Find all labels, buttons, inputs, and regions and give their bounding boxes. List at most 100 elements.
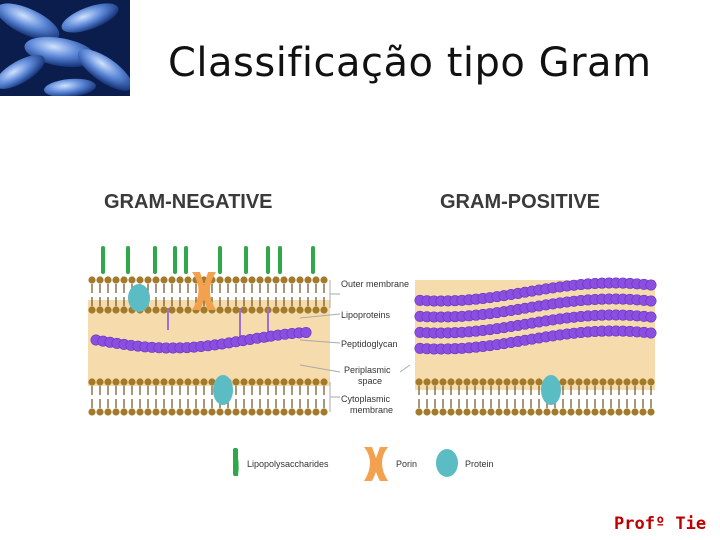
lipid-head	[272, 378, 280, 386]
lipid-head	[216, 306, 224, 314]
lipid-head	[296, 306, 304, 314]
lipid-head	[216, 408, 224, 416]
lipid-head	[160, 306, 168, 314]
lipid-head	[240, 378, 248, 386]
lipid-head	[607, 378, 615, 386]
lipid-head	[152, 276, 160, 284]
lipid-head	[192, 408, 200, 416]
peptidoglycan-bead	[645, 311, 657, 323]
lipid-head	[120, 276, 128, 284]
lipid-head	[104, 276, 112, 284]
lipid-head	[607, 408, 615, 416]
lipid-head	[96, 306, 104, 314]
lipid-head	[136, 408, 144, 416]
lipid-head	[168, 276, 176, 284]
lipid-head	[256, 276, 264, 284]
lipid-head	[112, 408, 120, 416]
lipid-head	[128, 378, 136, 386]
lipid-head	[647, 378, 655, 386]
lipid-head	[264, 408, 272, 416]
lipid-head	[304, 306, 312, 314]
legend-lps-label: Lipopolysaccharides	[247, 459, 329, 469]
lipid-head	[104, 378, 112, 386]
lipid-head	[256, 408, 264, 416]
lipid-head	[104, 408, 112, 416]
lipid-head	[575, 378, 583, 386]
lipid-head	[248, 378, 256, 386]
lipid-head	[431, 408, 439, 416]
lipid-head	[320, 306, 328, 314]
lipid-head	[304, 276, 312, 284]
porin	[192, 272, 216, 310]
lipid-head	[96, 408, 104, 416]
label-lipoproteins: Lipoproteins	[341, 310, 391, 320]
lipid-head	[631, 378, 639, 386]
lipid-head	[112, 276, 120, 284]
lipid-head	[599, 408, 607, 416]
lipid-head	[320, 276, 328, 284]
peptidoglycan-bead	[300, 326, 312, 338]
lipid-head	[583, 378, 591, 386]
lipid-head	[256, 306, 264, 314]
lipid-head	[144, 408, 152, 416]
lipid-head	[288, 408, 296, 416]
lipopolysaccharides	[101, 246, 315, 274]
lipid-head	[176, 306, 184, 314]
lipid-head	[112, 306, 120, 314]
lipid-head	[176, 408, 184, 416]
lipid-head	[160, 276, 168, 284]
lipid-head	[136, 378, 144, 386]
lipid-head	[152, 408, 160, 416]
lipid-head	[88, 276, 96, 284]
lipid-head	[280, 276, 288, 284]
lipid-head	[224, 306, 232, 314]
lipid-head	[272, 408, 280, 416]
lipid-head	[320, 378, 328, 386]
lipid-head	[88, 408, 96, 416]
lipid-head	[495, 378, 503, 386]
lipid-head	[176, 276, 184, 284]
lipid-head	[463, 408, 471, 416]
lipid-head	[423, 378, 431, 386]
lipid-head	[200, 408, 208, 416]
lipid-head	[248, 408, 256, 416]
lipid-head	[224, 408, 232, 416]
lipid-head	[551, 408, 559, 416]
lipid-head	[88, 378, 96, 386]
lipid-head	[487, 378, 495, 386]
lipid-head	[272, 306, 280, 314]
lipid-head	[240, 408, 248, 416]
lipid-head	[144, 378, 152, 386]
lipid-head	[168, 408, 176, 416]
lipid-head	[160, 408, 168, 416]
legend-porin-icon	[364, 447, 388, 481]
lipid-head	[631, 408, 639, 416]
lipid-head	[599, 378, 607, 386]
lps-molecule	[184, 246, 188, 274]
lipid-head	[184, 306, 192, 314]
lipid-head	[479, 378, 487, 386]
protein-outer	[128, 284, 150, 312]
lps-molecule	[266, 246, 270, 274]
peptidoglycan-bead	[645, 327, 657, 339]
lipid-head	[184, 378, 192, 386]
lps-molecule	[218, 246, 222, 274]
label-periplasmic: Periplasmic	[344, 365, 391, 375]
lipid-head	[487, 408, 495, 416]
lipid-head	[248, 276, 256, 284]
label-peptidoglycan: Peptidoglycan	[341, 339, 398, 349]
lipid-head	[463, 378, 471, 386]
lipid-head	[415, 378, 423, 386]
lipid-head	[639, 378, 647, 386]
label-cytoplasmic: Cytoplasmic	[341, 394, 391, 404]
lipid-head	[511, 378, 519, 386]
lipid-head	[200, 378, 208, 386]
lipid-head	[511, 408, 519, 416]
lipid-head	[288, 306, 296, 314]
lipid-head	[96, 276, 104, 284]
lps-molecule	[101, 246, 105, 274]
protein-cyto-pos	[541, 375, 561, 405]
lipid-head	[280, 378, 288, 386]
slide-title: Classificação tipo Gram	[168, 40, 652, 86]
